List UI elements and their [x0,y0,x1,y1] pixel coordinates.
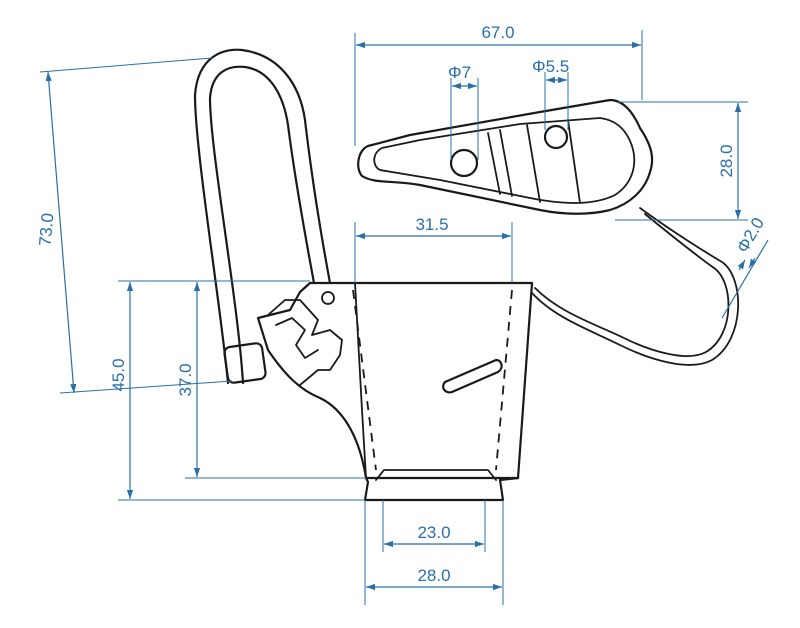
dim-bottom-inner-width: 23.0 [382,500,486,552]
cup-body [256,281,534,502]
wedge-clip [357,98,654,215]
dim-hole-large-label: Φ7 [448,63,471,82]
dim-clip-height-label: 28.0 [717,144,736,177]
dim-clip-height: 28.0 [615,101,748,221]
cup-slot [442,358,503,394]
dim-body-height-inner: 37.0 [176,280,366,479]
dim-overall-height-label: 73.0 [36,212,58,247]
dim-hole-small: Φ5.5 [532,57,569,130]
dim-body-height-outer: 45.0 [109,280,365,501]
dim-body-height-outer-label: 45.0 [109,358,128,391]
dim-top-width: 31.5 [354,215,513,283]
connecting-cable [531,207,739,366]
dim-hole-large: Φ7 [448,63,479,160]
hole-large [449,148,479,178]
dim-clip-length-label: 67.0 [481,23,514,42]
dim-body-height-inner-label: 37.0 [176,363,195,396]
dim-clip-length: 67.0 [354,23,643,146]
dim-bottom-outer-width: 28.0 [364,500,504,605]
dim-bottom-outer-width-label: 28.0 [417,566,450,585]
dim-top-width-label: 31.5 [415,215,448,234]
hook-tab [223,342,267,384]
dim-hole-small-label: Φ5.5 [532,57,569,76]
dim-bottom-inner-width-label: 23.0 [417,523,450,542]
hook-loop [193,48,332,385]
hole-small [543,124,569,150]
dim-overall-height: 73.0 [36,57,233,394]
